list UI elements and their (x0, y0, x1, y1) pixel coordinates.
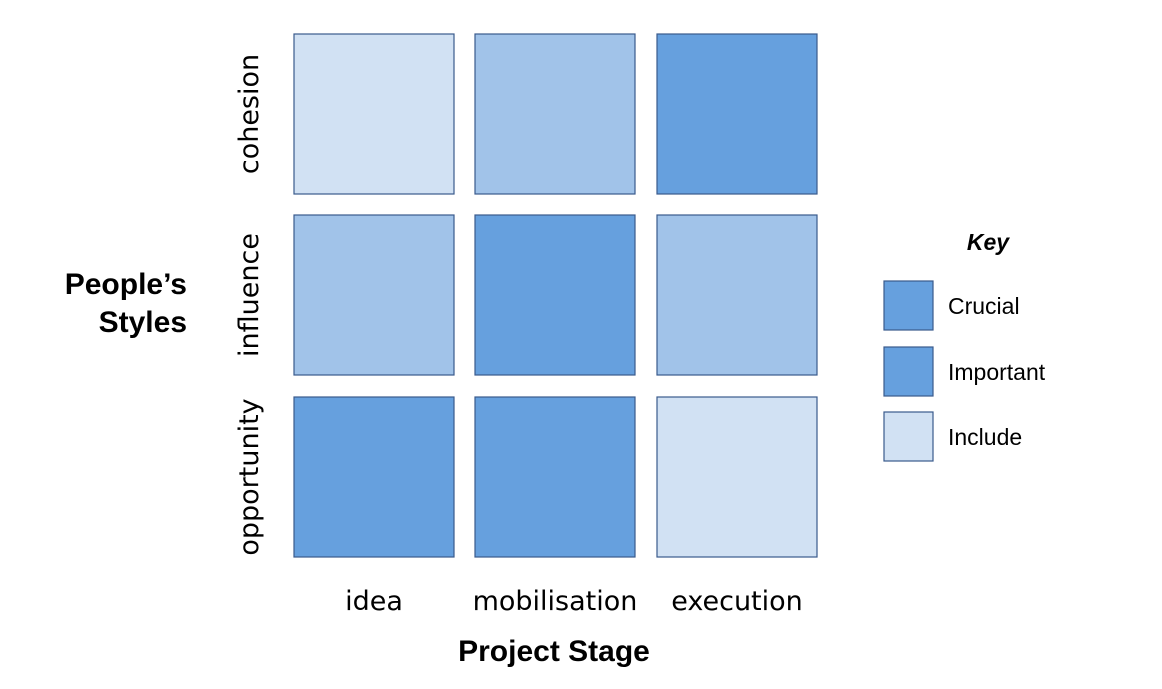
legend-label: Important (948, 359, 1046, 385)
y-axis-title-line: People’s (65, 268, 187, 301)
y-tick-labels: cohesion influence opportunity (234, 54, 265, 556)
legend-swatch (883, 411, 934, 462)
legend-label: Crucial (948, 293, 1020, 319)
heatmap-cell-opportunity-mobilisation (474, 396, 636, 558)
heatmap-cell-influence-idea (293, 214, 455, 376)
legend-label: Include (948, 424, 1022, 450)
y-tick-label: opportunity (234, 398, 265, 555)
heatmap-cell-cohesion-idea (293, 33, 455, 195)
legend-swatch (883, 280, 934, 331)
x-tick-label: idea (345, 586, 403, 617)
heatmap-cell-opportunity-execution (656, 396, 818, 558)
x-tick-label: mobilisation (473, 586, 638, 617)
heatmap-cells (293, 33, 818, 558)
y-axis-title-line: Styles (99, 306, 187, 339)
legend-swatch (883, 346, 934, 397)
heatmap-cell-cohesion-mobilisation (474, 33, 636, 195)
x-tick-labels: idea mobilisation execution (345, 586, 803, 617)
y-tick-label: cohesion (234, 54, 265, 174)
x-axis-title: Project Stage (458, 635, 650, 668)
heatmap-cell-opportunity-idea (293, 396, 455, 558)
x-tick-label: execution (671, 586, 803, 617)
heatmap-cell-influence-mobilisation (474, 214, 636, 376)
legend-title: Key (967, 229, 1010, 255)
y-tick-label: influence (234, 233, 265, 357)
heatmap-cell-cohesion-execution (656, 33, 818, 195)
heatmap-cell-influence-execution (656, 214, 818, 376)
